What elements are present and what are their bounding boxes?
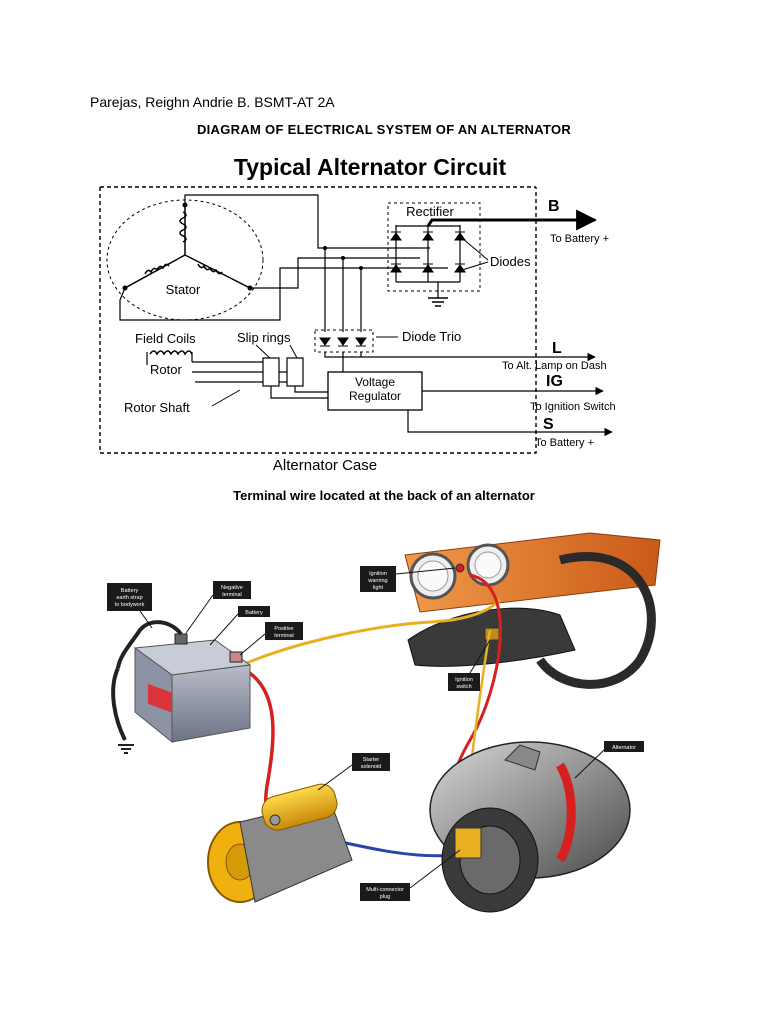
positive-terminal-line-1: Positive xyxy=(274,626,293,632)
l-terminal-desc: To Alt. Lamp on Dash xyxy=(502,360,607,372)
callout-ignition-switch: Ignition switch xyxy=(448,639,491,691)
regulator-label: Regulator xyxy=(349,389,401,403)
callout-starter-solenoid: Starter solenoid xyxy=(317,753,390,791)
warning-light-icon xyxy=(455,563,465,573)
callout-alternator: Alternator xyxy=(574,741,644,779)
ig-terminal-desc: To Ignition Switch xyxy=(530,401,616,413)
multi-connector-line-2: plug xyxy=(380,894,390,900)
rotor-assembly: Field Coils Rotor Slip rings Rotor Shaft xyxy=(124,330,328,415)
b-terminal-desc: To Battery + xyxy=(550,233,609,245)
starter-motor xyxy=(207,783,353,903)
ignition-switch-icon xyxy=(484,627,500,641)
callout-positive-terminal: Positive terminal xyxy=(239,622,303,656)
battery-strap-line-2: earth strap xyxy=(116,595,142,601)
battery xyxy=(111,620,252,754)
rotor-label: Rotor xyxy=(150,362,182,377)
voltage-label: Voltage xyxy=(355,375,395,389)
callout-multi-connector: Multi-connector plug xyxy=(360,849,461,901)
rotor-shaft-label: Rotor Shaft xyxy=(124,400,190,415)
page-heading: DIAGRAM OF ELECTRICAL SYSTEM OF AN ALTER… xyxy=(196,122,572,137)
alternator-label: Alternator xyxy=(612,745,636,751)
battery-label: Battery xyxy=(245,610,263,616)
callout-negative-terminal: Negative terminal xyxy=(185,581,251,634)
positive-terminal-line-2: terminal xyxy=(274,633,294,639)
stator-label: Stator xyxy=(166,282,201,297)
ignition-switch-line-2: switch xyxy=(456,684,471,690)
battery-strap-line-1: Battery xyxy=(121,588,139,594)
callout-battery-strap: Battery earth strap to bodywork xyxy=(107,583,153,629)
callout-ignition-warning: Ignition warning light xyxy=(360,566,456,592)
starter-solenoid-line-2: solenoid xyxy=(361,764,382,770)
ignition-warning-line-2: warning xyxy=(367,578,387,584)
alternator-case-label: Alternator Case xyxy=(273,457,377,474)
battery-strap-line-3: to bodywork xyxy=(115,602,145,608)
starter-solenoid-line-1: Starter xyxy=(363,757,380,763)
field-coils-label: Field Coils xyxy=(135,331,196,346)
yellow-wire xyxy=(241,598,502,667)
alternator xyxy=(429,741,631,913)
rectifier: Rectifier Diodes xyxy=(387,202,531,307)
l-terminal-label: L xyxy=(552,340,562,357)
ignition-switch-line-1: Ignition xyxy=(455,677,473,683)
negative-terminal-line-1: Negative xyxy=(221,585,243,591)
b-terminal-label: B xyxy=(548,198,560,215)
charging-system-illustration: Battery earth strap to bodywork Negative… xyxy=(107,532,661,913)
s-terminal-label: S xyxy=(543,416,554,433)
alternator-circuit-diagram: Typical Alternator Circuit Alternator Ca… xyxy=(99,154,616,474)
s-terminal-desc: To Battery + xyxy=(535,437,594,449)
stator: Stator xyxy=(106,199,264,321)
b-terminal-wire xyxy=(426,209,598,231)
ignition-warning-line-1: Ignition xyxy=(369,571,387,577)
multi-connector-line-1: Multi-connector xyxy=(366,887,404,893)
dashboard xyxy=(404,532,661,689)
alternator-case-boundary xyxy=(99,186,537,454)
ig-terminal-label: IG xyxy=(546,373,563,390)
multi-connector-icon xyxy=(454,827,482,859)
negative-terminal-line-2: terminal xyxy=(222,592,242,598)
diode-trio-label: Diode Trio xyxy=(402,329,461,344)
diode-trio: Diode Trio xyxy=(314,329,461,353)
diodes-label: Diodes xyxy=(490,254,531,269)
circuit-title: Typical Alternator Circuit xyxy=(234,154,507,180)
voltage-regulator: Voltage Regulator xyxy=(327,371,423,411)
callout-battery: Battery xyxy=(209,606,270,646)
steering-wheel xyxy=(536,552,656,689)
author-line: Parejas, Reighn Andrie B. BSMT-AT 2A xyxy=(90,94,335,110)
illustration-heading: Terminal wire located at the back of an … xyxy=(233,488,535,503)
ignition-warning-line-3: light xyxy=(373,585,384,591)
rectifier-label: Rectifier xyxy=(406,204,454,219)
slip-rings-label: Slip rings xyxy=(237,330,291,345)
